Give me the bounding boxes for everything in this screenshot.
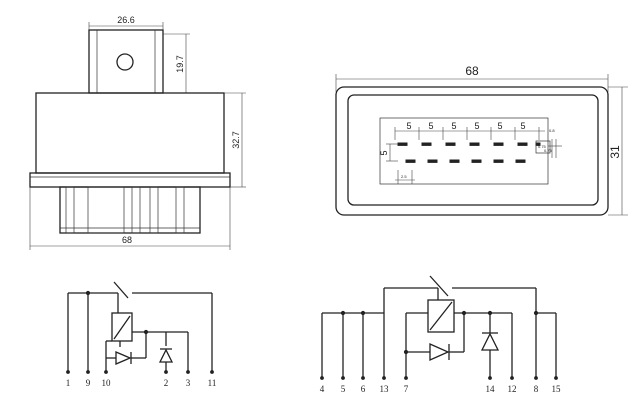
diode-vertical-right bbox=[480, 332, 500, 351]
connector-cavity bbox=[379, 117, 549, 185]
pin-label-8: 8 bbox=[534, 384, 539, 394]
tab-height-label: 19.7 bbox=[175, 55, 185, 73]
pitch-label-5: 5 bbox=[497, 121, 502, 131]
diode-vertical-left bbox=[158, 348, 174, 363]
pin-label-4: 4 bbox=[320, 384, 325, 394]
relay-coil-right bbox=[427, 299, 455, 333]
relay-body bbox=[35, 92, 225, 174]
pin-label-9: 9 bbox=[86, 378, 91, 388]
terminals bbox=[59, 186, 201, 234]
pin-label-13: 13 bbox=[380, 384, 390, 394]
pin-row-upper bbox=[397, 142, 541, 146]
relay-coil-left bbox=[111, 312, 133, 342]
pin-row-lower bbox=[405, 159, 526, 163]
small-dim-a: 0.8 bbox=[549, 128, 555, 133]
front-view: 26.6 19.7 32.7 68 bbox=[29, 15, 246, 250]
pin-label-5: 5 bbox=[341, 384, 346, 394]
pin-label-2: 2 bbox=[164, 378, 169, 388]
small-dim-c: 0.75 bbox=[544, 148, 553, 153]
pin-label-3: 3 bbox=[186, 378, 191, 388]
pin-label-11: 11 bbox=[208, 378, 217, 388]
small-dim-b: 0.75 bbox=[538, 144, 547, 149]
pitch-label-4: 5 bbox=[474, 121, 479, 131]
pitch-dims: 5 5 5 5 5 5 0.8 bbox=[394, 121, 555, 140]
bottom-view: 68 31 5 5 5 5 5 5 0.8 bbox=[335, 64, 628, 216]
pin-label-6: 6 bbox=[361, 384, 366, 394]
housing-inner bbox=[347, 94, 599, 206]
front-width-label: 68 bbox=[122, 235, 132, 245]
housing-outline bbox=[335, 86, 609, 216]
small-dim-d: 2.5 bbox=[401, 174, 407, 179]
bottom-height-label: 31 bbox=[608, 145, 622, 159]
diode-horizontal-left bbox=[115, 351, 132, 365]
mounting-tab bbox=[88, 29, 164, 94]
bottom-width-label: 68 bbox=[465, 64, 479, 78]
pitch-label-3: 5 bbox=[451, 121, 456, 131]
mounting-hole bbox=[116, 53, 134, 71]
pitch-label-6: 5 bbox=[520, 121, 525, 131]
pin-label-10: 10 bbox=[102, 378, 112, 388]
pitch-label-2: 5 bbox=[428, 121, 433, 131]
diode-horizontal-right bbox=[429, 342, 450, 362]
pin-label-12: 12 bbox=[508, 384, 517, 394]
relay-base bbox=[29, 172, 231, 188]
pin-label-1: 1 bbox=[66, 378, 71, 388]
pin-label-7: 7 bbox=[404, 384, 409, 394]
body-height-label: 32.7 bbox=[231, 131, 241, 149]
pin-label-14: 14 bbox=[486, 384, 496, 394]
schematic-right: 4 5 6 13 7 14 12 8 15 bbox=[320, 275, 562, 394]
pin-label-15: 15 bbox=[552, 384, 562, 394]
schematic-left: 1 9 10 2 3 11 bbox=[66, 281, 217, 388]
tab-width-label: 26.6 bbox=[117, 15, 135, 25]
pitch-label-1: 5 bbox=[406, 121, 411, 131]
row-spacing-label: 5 bbox=[379, 150, 389, 155]
